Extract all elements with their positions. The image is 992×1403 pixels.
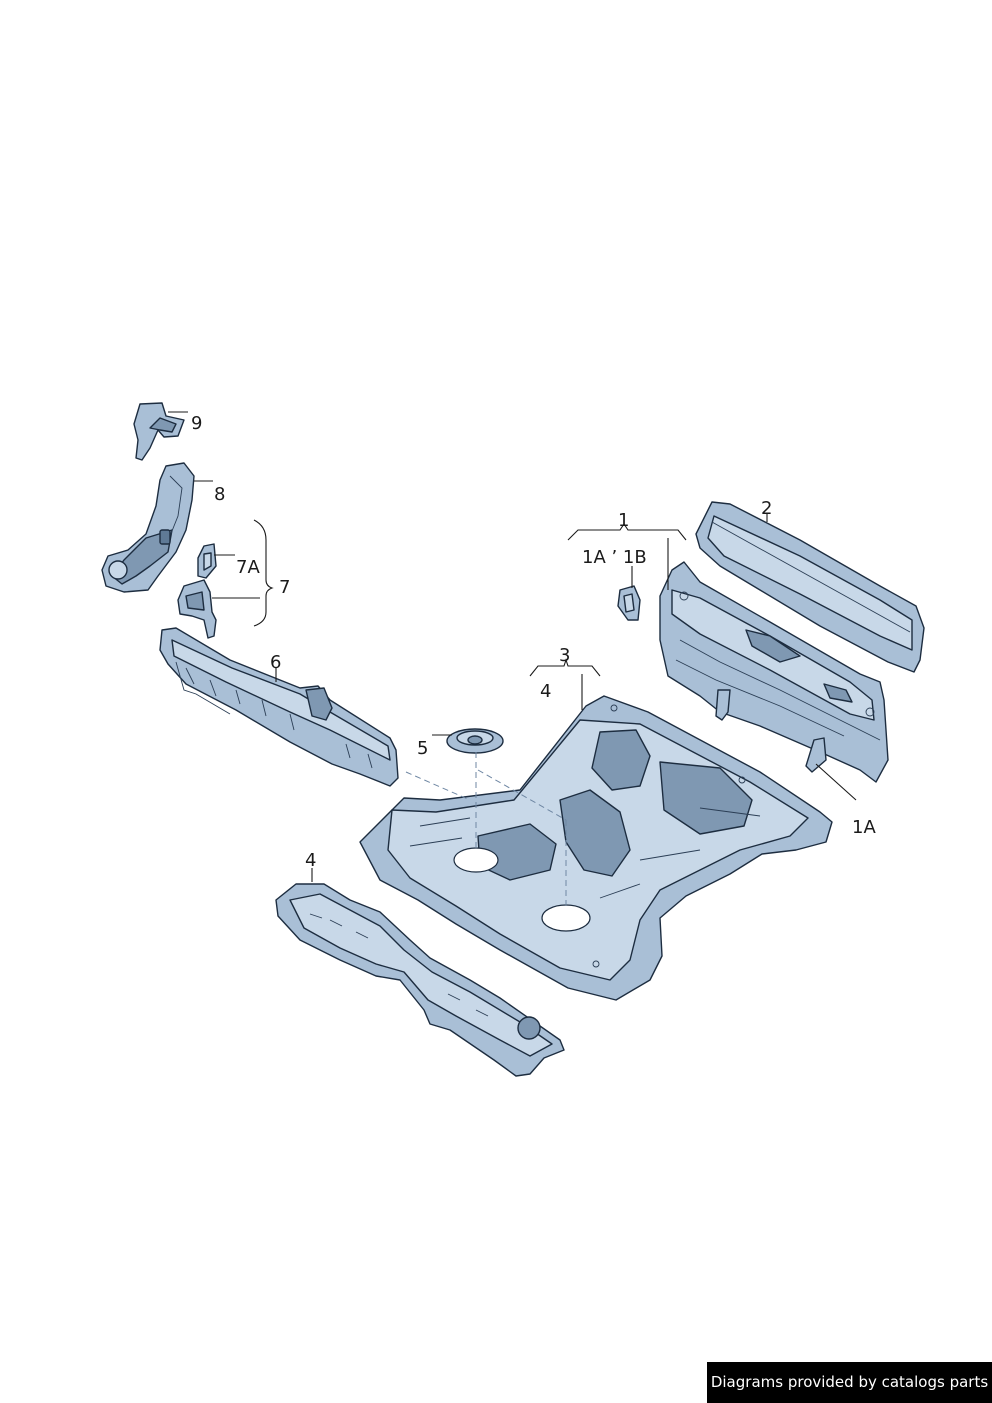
part-1-rear-panel[interactable] (659, 561, 889, 783)
callout-7: 7 (279, 577, 290, 598)
callout-4-upper: 4 (540, 681, 551, 702)
part-7a-clip[interactable] (197, 543, 217, 579)
part-6-cross-member[interactable] (159, 627, 399, 787)
callout-7a: 7A (236, 557, 260, 578)
callout-6: 6 (270, 652, 281, 673)
callout-1: 1 (618, 510, 629, 531)
callout-1a: 1A (852, 817, 876, 838)
part-1a-1b-clip[interactable] (617, 585, 641, 621)
leader-lines (168, 411, 857, 882)
part-9-bracket[interactable] (133, 402, 185, 461)
part-7-bracket[interactable] (177, 579, 217, 639)
part-4-side-member[interactable] (275, 883, 565, 1077)
part-2-upper-panel[interactable] (695, 501, 925, 673)
callout-labels: 9 8 7A 7 6 5 3 4 1 1A ’ 1B 2 1A 4 (191, 413, 876, 871)
callout-5: 5 (417, 738, 428, 759)
part-5-plug[interactable] (446, 728, 504, 754)
callout-2: 2 (761, 498, 772, 519)
part-3-floor-pan[interactable] (359, 695, 833, 1001)
callout-9: 9 (191, 413, 202, 434)
callout-4-lower: 4 (305, 850, 316, 871)
footer-credit: Diagrams provided by catalogs parts (707, 1362, 992, 1403)
assembly-guide-lines (405, 752, 567, 906)
callout-1a-1b: 1A ’ 1B (582, 547, 647, 568)
callout-3: 3 (559, 645, 570, 666)
part-8-longitudinal-end[interactable] (101, 462, 195, 593)
callout-8: 8 (214, 484, 225, 505)
